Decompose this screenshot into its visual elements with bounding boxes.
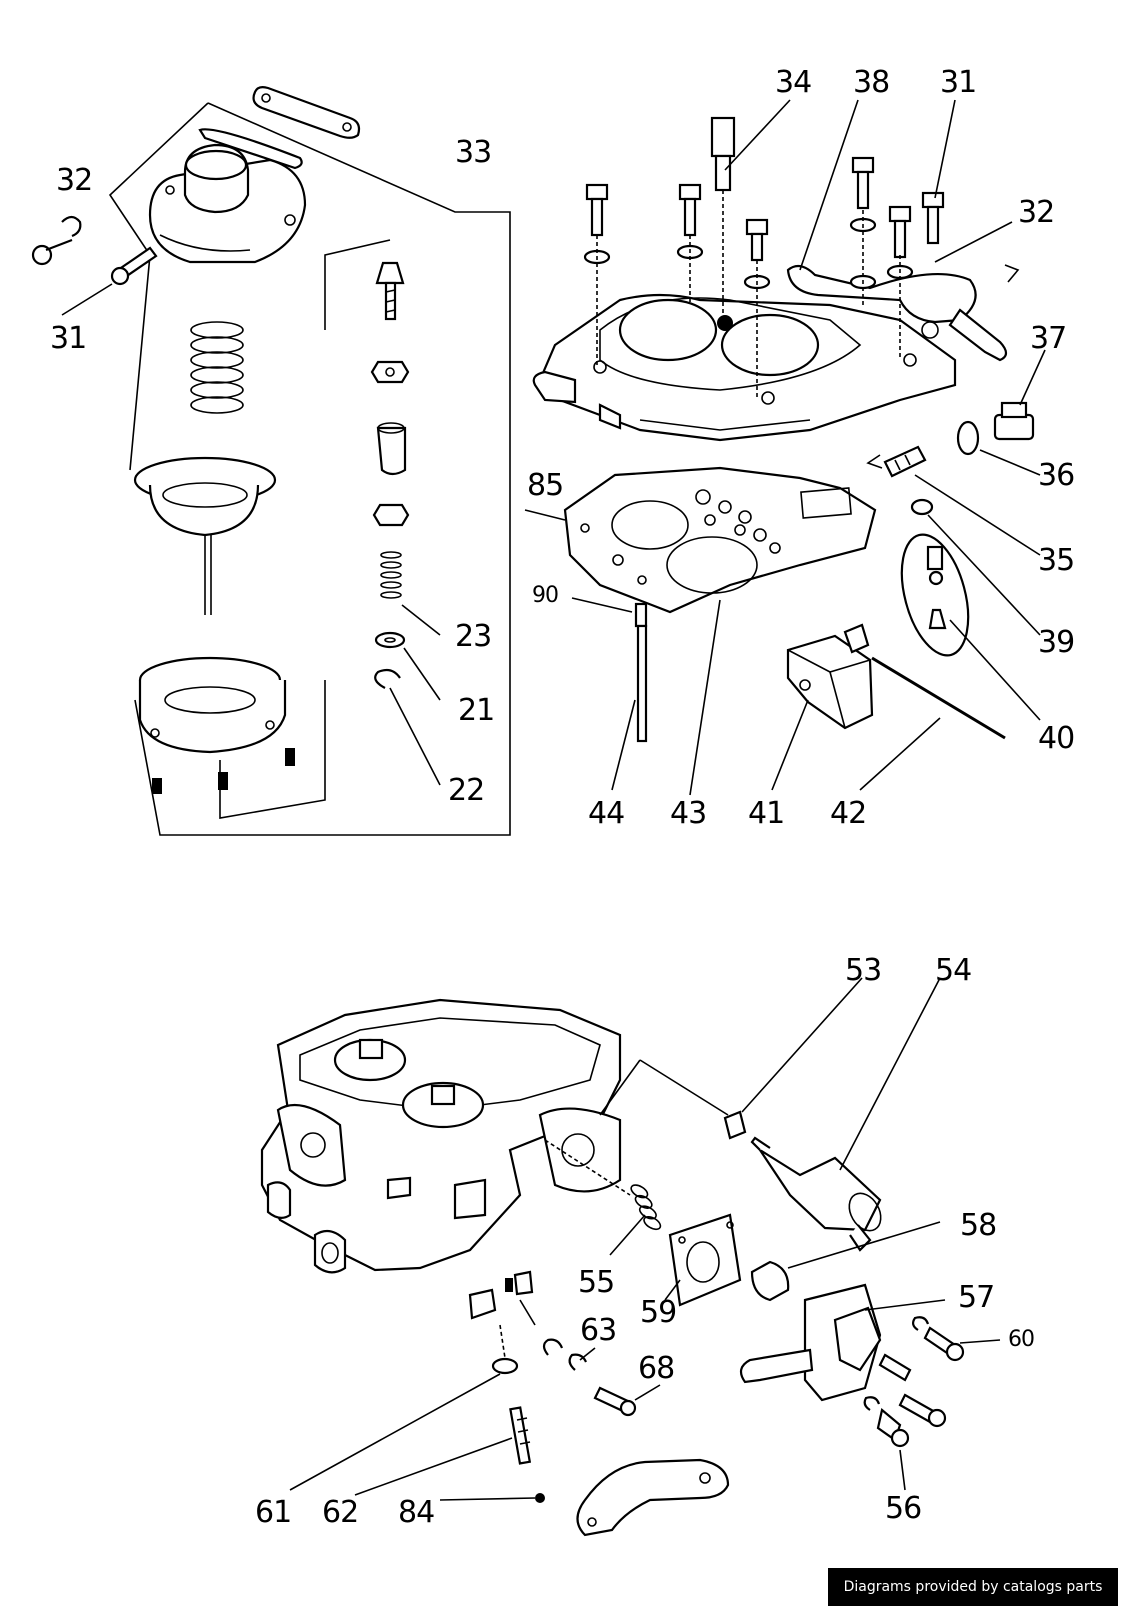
- jet-35: [866, 445, 927, 478]
- lower-housing: [138, 656, 295, 794]
- jet-53: [723, 1110, 747, 1140]
- label-35: 35: [1038, 543, 1074, 578]
- coil-spring: [190, 321, 244, 414]
- gasket-85: [563, 466, 877, 614]
- plunger-58: [750, 1260, 790, 1302]
- label-40: 40: [1038, 721, 1074, 756]
- cover-screws: [585, 156, 945, 262]
- spring-55: [630, 1184, 662, 1231]
- label-53: 53: [845, 953, 881, 988]
- plug-37: [993, 401, 1035, 441]
- float-41: [786, 623, 874, 730]
- cover-57: [739, 1283, 882, 1402]
- needle-plate-40: [900, 533, 970, 657]
- credit-banner: Diagrams provided by catalogs parts: [828, 1568, 1118, 1606]
- label-23: 23: [455, 619, 491, 654]
- label-84: 84: [398, 1495, 434, 1530]
- cover-washers: [583, 190, 914, 400]
- rod-44: [634, 602, 648, 743]
- top-cover: [532, 293, 957, 442]
- label-54: 54: [935, 953, 971, 988]
- ball-84: [535, 1493, 545, 1503]
- label-34: 34: [775, 65, 811, 100]
- adjust-screw: [375, 261, 405, 321]
- lever-bracket: [576, 1458, 730, 1537]
- diaphragm-assembly: [31, 86, 511, 836]
- diaphragm: [133, 456, 277, 615]
- label-63: 63: [580, 1313, 616, 1348]
- washer-39: [910, 498, 934, 516]
- washer-61: [491, 1357, 519, 1375]
- diaphragm-plate-59: [668, 1213, 742, 1307]
- label-44: 44: [588, 796, 624, 831]
- screw-34: [710, 116, 736, 192]
- label-60: 60: [1008, 1327, 1034, 1352]
- label-37: 37: [1030, 321, 1066, 356]
- label-62: 62: [322, 1495, 358, 1530]
- carb-body: [260, 998, 622, 1320]
- washer-21: [374, 631, 406, 649]
- label-32-left: 32: [56, 163, 92, 198]
- part-labels: 32 31 33 23 21 22 85 90 44 43 41 42 34 3…: [50, 65, 1075, 1530]
- valve-pin: [376, 422, 407, 476]
- label-61: 61: [255, 1495, 291, 1530]
- screw-62: [509, 1406, 532, 1465]
- label-41: 41: [748, 796, 784, 831]
- throttle-lever: [786, 264, 977, 324]
- pin-42: [871, 656, 1006, 740]
- solenoid-54: [750, 1136, 882, 1252]
- label-36: 36: [1038, 458, 1074, 493]
- label-59: 59: [640, 1295, 676, 1330]
- label-85: 85: [527, 468, 563, 503]
- label-32-right: 32: [1018, 195, 1054, 230]
- label-21: 21: [458, 693, 494, 728]
- screw-60: [911, 1316, 965, 1362]
- carb-body-assembly: [260, 977, 1001, 1537]
- washer-36: [956, 420, 980, 456]
- top-cover-assembly: [524, 99, 1046, 796]
- label-68: 68: [638, 1351, 674, 1386]
- hex-nut-lower: [372, 503, 410, 527]
- label-90: 90: [532, 583, 558, 608]
- hex-nut-upper: [370, 360, 410, 384]
- gasket-strip-33: [252, 86, 361, 139]
- clip-32-left: [31, 215, 82, 266]
- label-33: 33: [455, 135, 491, 170]
- label-57: 57: [958, 1280, 994, 1315]
- screws-56: [863, 1353, 947, 1448]
- label-31-left: 31: [50, 321, 86, 356]
- label-39: 39: [1038, 625, 1074, 660]
- circlip-22: [374, 668, 401, 689]
- label-22: 22: [448, 773, 484, 808]
- label-55: 55: [578, 1265, 614, 1300]
- label-42: 42: [830, 796, 866, 831]
- screw-31-left: [110, 246, 158, 286]
- label-38: 38: [853, 65, 889, 100]
- diaphragm-cover: [148, 128, 307, 264]
- label-31-right: 31: [940, 65, 976, 100]
- label-58: 58: [960, 1208, 996, 1243]
- label-43: 43: [670, 796, 706, 831]
- screw-68: [593, 1386, 637, 1417]
- label-56: 56: [885, 1491, 921, 1526]
- small-spring-23: [380, 551, 402, 599]
